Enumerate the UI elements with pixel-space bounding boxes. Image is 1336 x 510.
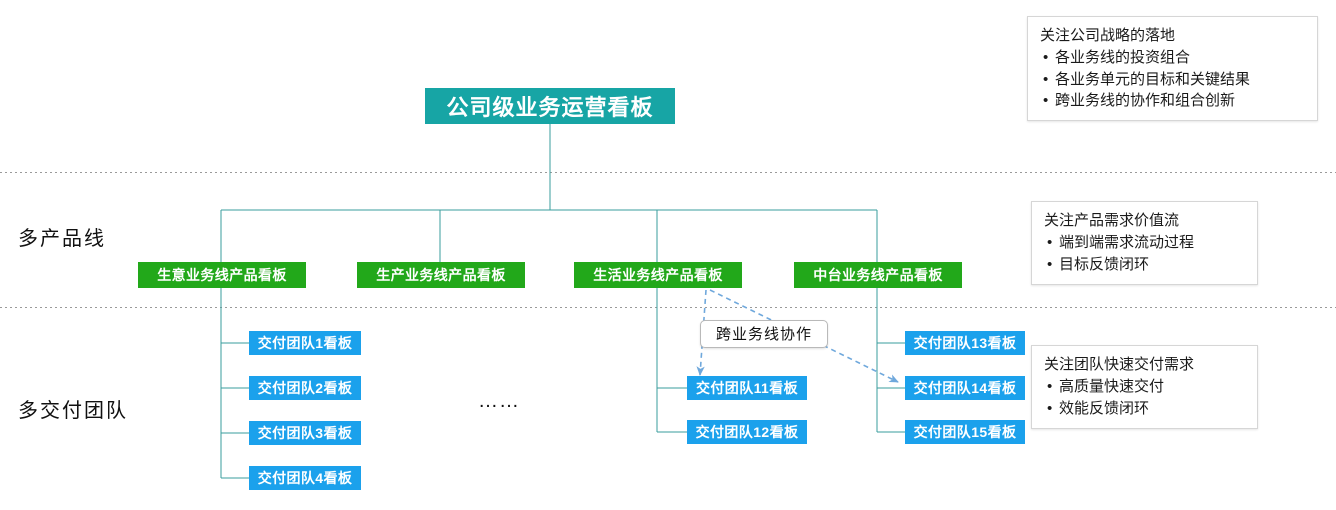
callout-delivery: 关注团队快速交付需求 高质量快速交付 效能反馈闭环	[1031, 345, 1258, 429]
callout-strategy-item-1: 各业务单元的目标和关键结果	[1043, 69, 1307, 91]
product-line-node-prod[interactable]: 生产业务线产品看板	[357, 262, 525, 288]
callout-delivery-list: 高质量快速交付 效能反馈闭环	[1044, 376, 1247, 419]
ellipsis-more-teams: ……	[478, 390, 520, 412]
callout-delivery-item-1: 效能反馈闭环	[1047, 398, 1247, 420]
callout-strategy: 关注公司战略的落地 各业务线的投资组合 各业务单元的目标和关键结果 跨业务线的协…	[1027, 16, 1318, 122]
team-node-13[interactable]: 交付团队13看板	[905, 331, 1025, 355]
team-node-1[interactable]: 交付团队1看板	[249, 331, 361, 355]
product-line-node-life[interactable]: 生活业务线产品看板	[574, 262, 742, 288]
team-node-15[interactable]: 交付团队15看板	[905, 420, 1025, 444]
callout-delivery-heading: 关注团队快速交付需求	[1044, 356, 1195, 373]
product-line-node-platform[interactable]: 中台业务线产品看板	[794, 262, 962, 288]
callout-value-stream-list: 端到端需求流动过程 目标反馈闭环	[1044, 232, 1247, 275]
product-line-node-biz[interactable]: 生意业务线产品看板	[138, 262, 306, 288]
team-node-12[interactable]: 交付团队12看板	[687, 420, 807, 444]
team-node-3[interactable]: 交付团队3看板	[249, 421, 361, 445]
team-node-4[interactable]: 交付团队4看板	[249, 466, 361, 490]
callout-strategy-list: 各业务线的投资组合 各业务单元的目标和关键结果 跨业务线的协作和组合创新	[1040, 47, 1307, 111]
callout-strategy-item-0: 各业务线的投资组合	[1043, 47, 1307, 69]
callout-value-stream: 关注产品需求价值流 端到端需求流动过程 目标反馈闭环	[1031, 201, 1258, 285]
team-node-2[interactable]: 交付团队2看板	[249, 376, 361, 400]
callout-strategy-item-2: 跨业务线的协作和组合创新	[1043, 90, 1307, 112]
team-node-14[interactable]: 交付团队14看板	[905, 376, 1025, 400]
callout-value-stream-item-0: 端到端需求流动过程	[1047, 232, 1247, 254]
row-label-product-lines: 多产品线	[18, 228, 106, 250]
callout-delivery-item-0: 高质量快速交付	[1047, 376, 1247, 398]
callout-strategy-heading: 关注公司战略的落地	[1040, 27, 1176, 44]
callout-value-stream-item-1: 目标反馈闭环	[1047, 254, 1247, 276]
collaboration-label: 跨业务线协作	[700, 320, 828, 348]
callout-value-stream-heading: 关注产品需求价值流	[1044, 212, 1180, 229]
root-node-company-board[interactable]: 公司级业务运营看板	[425, 88, 675, 124]
team-node-11[interactable]: 交付团队11看板	[687, 376, 807, 400]
row-label-delivery-teams: 多交付团队	[18, 400, 128, 422]
